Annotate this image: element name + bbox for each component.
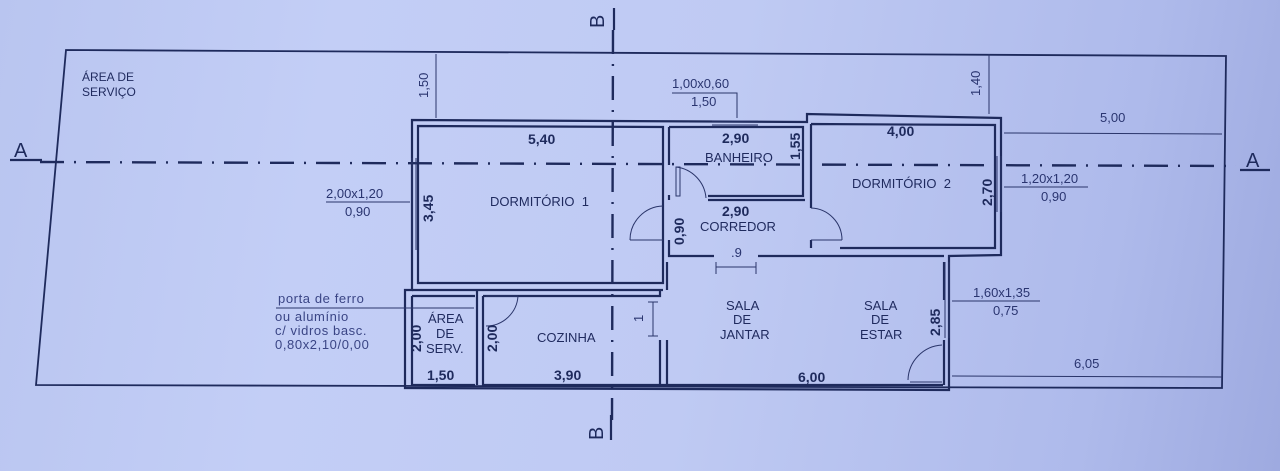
door-note-line1: porta de ferro (278, 291, 364, 306)
dim-cozinha-width: 3,90 (554, 367, 581, 383)
room-area-serv-line1: ÁREA (428, 311, 464, 326)
window-banheiro-size: 1,00x0,60 (672, 76, 729, 91)
dim-setback-top-left: 1,50 (416, 73, 431, 98)
house-inner-wall (416, 124, 665, 285)
house-outer-wall (403, 112, 1003, 392)
dim-line-corredor-opening (715, 262, 757, 274)
dormitorio2-walls (809, 122, 997, 250)
dim-corredor-depth: 0,90 (671, 218, 687, 245)
window-dorm1 (411, 158, 417, 250)
section-marker-b-top: B (587, 15, 609, 28)
dim-dormitorio2-width: 4,00 (887, 123, 914, 139)
lower-walls (410, 262, 946, 387)
window-dorm2-sill: 0,90 (1041, 189, 1066, 204)
dim-cozinha-depth: 2,00 (484, 325, 500, 352)
window-sala-sill: 0,75 (993, 303, 1018, 318)
room-sala-jantar-line2: DE (733, 312, 751, 327)
door-dorm1 (629, 205, 664, 241)
door-sala (907, 344, 943, 383)
room-banheiro: BANHEIRO (705, 150, 773, 165)
room-sala-jantar-line3: JANTAR (720, 327, 770, 342)
callout-window-banheiro (672, 92, 738, 118)
window-banheiro (712, 120, 758, 126)
window-dorm2-size: 1,20x1,20 (1021, 171, 1078, 186)
door-banheiro (675, 166, 707, 199)
room-sala-estar-line1: SALA (864, 298, 898, 313)
room-area-serv-line3: SERV. (426, 341, 464, 356)
window-dorm1-size: 2,00x1,20 (326, 186, 383, 201)
door-dorm2 (810, 207, 843, 241)
room-sala-estar-line2: DE (871, 312, 889, 327)
dim-area-serv-depth: 2,00 (408, 325, 424, 352)
dim-setback-right-bottom: 6,05 (1074, 356, 1099, 371)
room-cozinha: COZINHA (537, 330, 596, 345)
dim-dormitorio1-depth: 3,45 (420, 195, 436, 222)
room-dormitorio2: DORMITÓRIO 2 (852, 176, 951, 191)
section-marker-b-bottom: B (586, 427, 608, 440)
window-banheiro-sill: 1,50 (691, 94, 716, 109)
window-dorm2 (996, 156, 1002, 212)
window-sala (944, 262, 950, 338)
dim-corredor-opening: .9 (731, 245, 742, 260)
dim-area-serv-width: 1,50 (427, 367, 454, 383)
outdoor-label-line2: SERVIÇO (82, 85, 136, 99)
dim-salas-width: 6,00 (798, 369, 825, 385)
dim-dormitorio1-width: 5,40 (528, 131, 555, 147)
corredor-walls (667, 195, 944, 258)
dim-setback-right-top: 5,00 (1100, 110, 1125, 125)
section-line-a (39, 160, 1237, 168)
window-dorm1-sill: 0,90 (345, 204, 370, 219)
dim-banheiro-width: 2,90 (722, 130, 749, 146)
door-note-line3: c/ vidros basc. (275, 323, 367, 338)
door-note-line2: ou alumínio (275, 309, 349, 324)
dim-passage: 1 (631, 315, 646, 322)
section-line-b (610, 29, 615, 421)
window-sala-size: 1,60x1,35 (973, 285, 1030, 300)
dim-setback-top-right: 1,40 (968, 71, 983, 96)
door-cozinha (485, 295, 519, 327)
dim-dormitorio2-depth: 2,70 (979, 179, 995, 206)
dim-line-passage (648, 301, 658, 337)
dim-corredor-width: 2,90 (722, 203, 749, 219)
outdoor-label-line1: ÁREA DE (82, 69, 134, 84)
room-sala-estar-line3: ESTAR (860, 327, 902, 342)
dim-banheiro-depth: 1,55 (787, 133, 803, 160)
room-sala-jantar-line1: SALA (726, 298, 760, 313)
section-marker-a-left: A (14, 140, 28, 162)
room-area-serv-line2: DE (436, 326, 454, 341)
section-marker-a-right: A (1246, 150, 1260, 172)
dim-sala-estar-depth: 2,85 (927, 309, 943, 336)
room-corredor: CORREDOR (700, 219, 776, 234)
door-note-line4: 0,80x2,10/0,00 (275, 337, 369, 352)
banheiro-walls (667, 125, 805, 198)
lot-boundary (35, 49, 1227, 389)
room-dormitorio1: DORMITÓRIO 1 (490, 194, 589, 209)
dim-line-right-bottom (951, 375, 1223, 378)
dim-line-right-top (1003, 132, 1223, 135)
